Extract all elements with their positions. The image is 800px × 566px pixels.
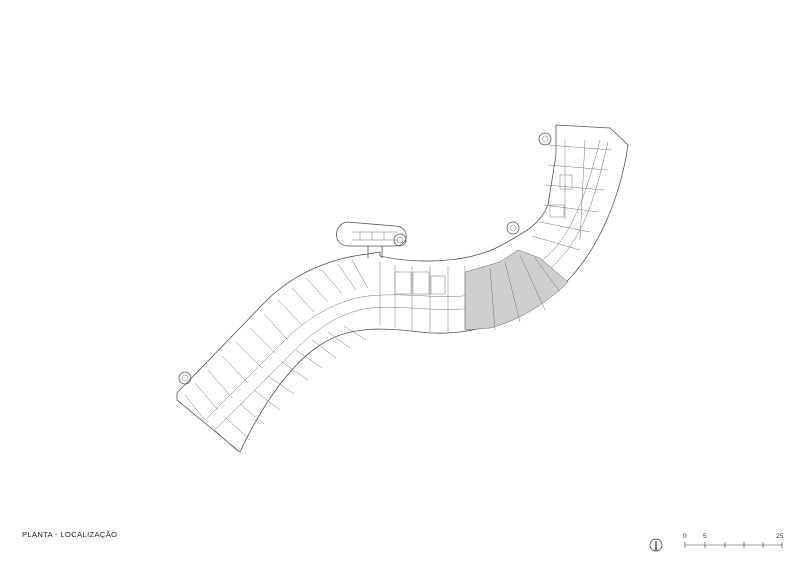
left-wing-rooms xyxy=(184,259,369,453)
highlighted-zone xyxy=(464,249,569,331)
stair-pod xyxy=(538,132,552,146)
top-connector-wing xyxy=(336,221,407,247)
connector-details xyxy=(352,231,398,241)
stair-pod-inner xyxy=(396,236,404,244)
north-arrow-icon xyxy=(649,538,663,552)
scale-label-0: 0 xyxy=(683,533,687,540)
right-wing-rooms xyxy=(531,139,613,251)
scale-bar xyxy=(684,542,783,548)
central-rooms xyxy=(379,262,466,332)
highlighted-zone-divider xyxy=(489,254,561,331)
stair-pod xyxy=(393,233,407,247)
stair-pod-inner xyxy=(509,224,517,232)
building-outline xyxy=(176,124,629,453)
scale-label-5: 5 xyxy=(703,533,707,540)
stair-pod-inner xyxy=(181,374,189,382)
stair-pod xyxy=(178,371,192,385)
scale-label-25: 25 xyxy=(776,533,784,540)
drawing-title: PLANTA - LOCALIZAÇÃO xyxy=(22,530,118,539)
stair-pod xyxy=(506,221,520,235)
stair-pod-inner xyxy=(541,135,549,143)
building-plan xyxy=(176,124,629,453)
connector-stem xyxy=(367,246,383,258)
